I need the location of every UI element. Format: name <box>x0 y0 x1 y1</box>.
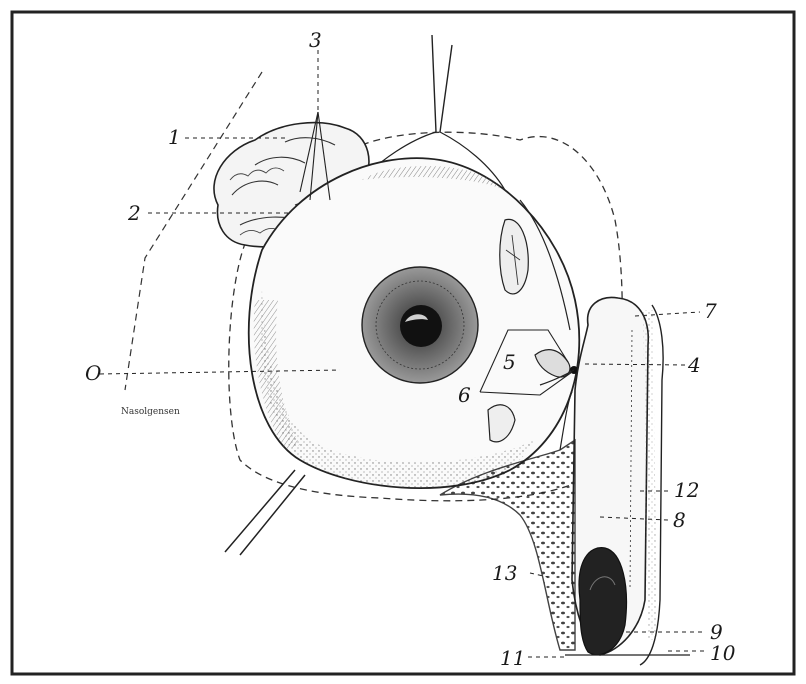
pupil <box>400 305 442 347</box>
label-2: 2 <box>128 203 141 223</box>
lower-forceps <box>225 470 305 555</box>
label-4: 4 <box>688 355 701 375</box>
label-10: 10 <box>710 643 735 663</box>
side-note: Nasolgensen <box>121 407 180 417</box>
label-8: 8 <box>673 510 686 530</box>
label-6: 6 <box>458 385 471 405</box>
label-13: 13 <box>492 563 517 583</box>
label-12: 12 <box>674 480 699 500</box>
label-11: 11 <box>500 648 525 668</box>
upper-suture-strand <box>432 35 452 132</box>
iris <box>362 267 478 383</box>
label-3: 3 <box>309 30 322 50</box>
label-1: 1 <box>168 127 181 147</box>
label-7: 7 <box>704 301 717 321</box>
label-0: O <box>85 363 101 383</box>
label-9: 9 <box>710 622 723 642</box>
label-5: 5 <box>503 352 516 372</box>
